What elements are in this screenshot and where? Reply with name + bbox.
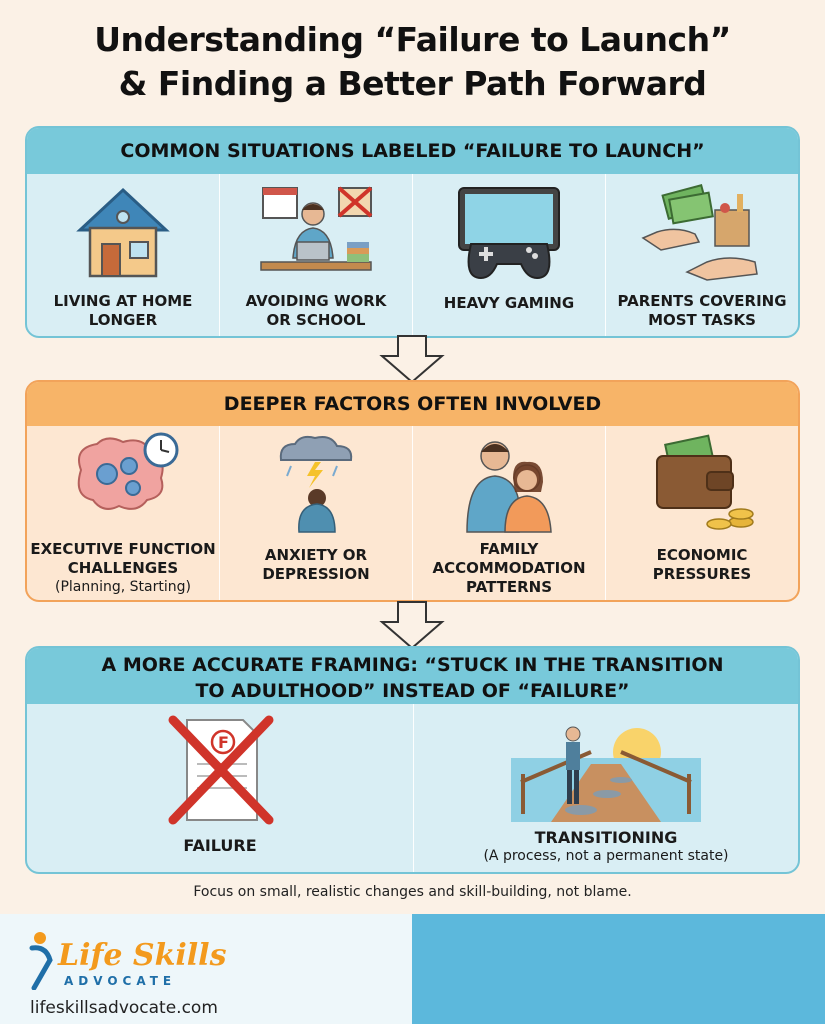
- house-icon: [76, 187, 170, 278]
- label-line: OR SCHOOL: [266, 311, 366, 329]
- hands-money-groceries-icon: [641, 184, 758, 281]
- factor-anxiety-depression: ANXIETY OR DEPRESSION: [219, 426, 412, 600]
- brain-gears-clock-icon: [77, 432, 179, 510]
- website-link[interactable]: lifeskillsadvocate.com: [30, 998, 218, 1018]
- heading-line: TO ADULTHOOD” INSTEAD OF “FAILURE”: [195, 680, 630, 702]
- svg-text:F: F: [218, 733, 229, 752]
- wallet-coins-icon: [656, 434, 754, 530]
- person-under-cloud-icon: [279, 435, 353, 533]
- person-at-laptop-icon: [260, 186, 373, 271]
- label-line: DEPRESSION: [262, 565, 370, 583]
- label-line: PATTERNS: [465, 578, 553, 596]
- section-heading: DEEPER FACTORS OFTEN INVOLVED: [27, 382, 798, 426]
- framing-transitioning: TRANSITIONING (A process, not a permanen…: [413, 704, 798, 872]
- label-line: FAMILY: [479, 540, 539, 558]
- section-heading: COMMON SITUATIONS LABELED “FAILURE TO LA…: [27, 128, 798, 174]
- situation-parents-covering: PARENTS COVERING MOST TASKS: [605, 174, 798, 336]
- common-situations-panel: COMMON SITUATIONS LABELED “FAILURE TO LA…: [25, 126, 800, 338]
- situation-avoiding-work: AVOIDING WORK OR SCHOOL: [219, 174, 412, 336]
- situation-living-at-home: LIVING AT HOME LONGER: [27, 174, 219, 336]
- down-arrow-icon: [379, 601, 445, 650]
- accurate-framing-panel: A MORE ACCURATE FRAMING: “STUCK IN THE T…: [25, 646, 800, 874]
- section-heading: A MORE ACCURATE FRAMING: “STUCK IN THE T…: [27, 648, 798, 704]
- family-icon: [466, 441, 552, 533]
- factor-economic-pressures: ECONOMIC PRESSURES: [605, 426, 798, 600]
- situation-heavy-gaming: HEAVY GAMING: [412, 174, 605, 336]
- label-line: ANXIETY OR: [264, 546, 368, 564]
- label-line: ACCOMMODATION: [432, 559, 586, 577]
- label-line: MOST TASKS: [648, 311, 756, 329]
- label-line: HEAVY GAMING: [443, 294, 575, 312]
- label-line: PARENTS COVERING: [617, 292, 787, 310]
- brand-logo-subtext: ADVOCATE: [64, 974, 177, 988]
- label-line: LIVING AT HOME: [53, 292, 193, 310]
- game-controller-icon: [458, 187, 560, 280]
- footer-brand-area: [0, 914, 412, 1024]
- transitioning-label: TRANSITIONING: [534, 828, 678, 847]
- label-line: LONGER: [88, 311, 158, 329]
- label-subtext: (Planning, Starting): [55, 579, 191, 595]
- title-line-2: & Finding a Better Path Forward: [118, 64, 707, 103]
- heading-line: A MORE ACCURATE FRAMING: “STUCK IN THE T…: [101, 654, 724, 676]
- transitioning-subtext: (A process, not a permanent state): [483, 848, 729, 864]
- footer-accent-block: [412, 914, 825, 1024]
- label-line: AVOIDING WORK: [245, 292, 387, 310]
- brand-logo-text: Life Skills: [58, 938, 227, 973]
- crossed-out-f-paper-icon: F: [168, 715, 274, 825]
- page-title: Understanding “Failure to Launch” & Find…: [0, 18, 825, 106]
- label-line: ECONOMIC: [656, 546, 748, 564]
- factor-family-accommodation: FAMILY ACCOMMODATION PATTERNS: [412, 426, 605, 600]
- failure-label: FAILURE: [183, 836, 257, 855]
- down-arrow-icon: [379, 335, 445, 384]
- label-line: CHALLENGES: [67, 559, 179, 577]
- deeper-factors-panel: DEEPER FACTORS OFTEN INVOLVED EXECUTIVE …: [25, 380, 800, 602]
- person-on-bridge-sunrise-icon: [511, 726, 701, 822]
- title-line-1: Understanding “Failure to Launch”: [94, 20, 731, 59]
- footnote: Focus on small, realistic changes and sk…: [193, 884, 632, 900]
- label-line: EXECUTIVE FUNCTION: [30, 540, 216, 558]
- label-line: PRESSURES: [652, 565, 752, 583]
- factor-executive-function: EXECUTIVE FUNCTION CHALLENGES (Planning,…: [27, 426, 219, 600]
- framing-failure: F FAILURE: [27, 704, 413, 872]
- life-skills-logo-figure-icon: [29, 932, 53, 990]
